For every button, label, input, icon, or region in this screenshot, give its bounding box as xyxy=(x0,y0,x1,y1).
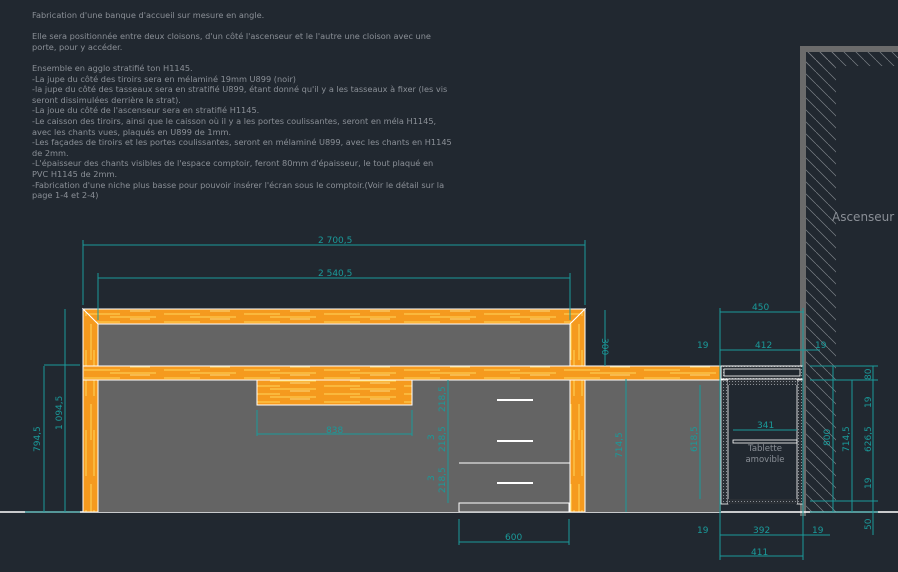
notes-title: Fabrication d'une banque d'accueil sur m… xyxy=(32,10,265,20)
dim-bottom-right-panel: 19 xyxy=(812,526,824,536)
counter-front-elevation xyxy=(81,307,724,513)
notes-line: -La joue du côté de l'ascenseur sera en … xyxy=(32,105,260,116)
notes-line: -Fabrication d'une niche plus basse pour… xyxy=(32,179,445,201)
dim-drawer-3: 218,5 xyxy=(438,467,448,493)
dim-bottom-inner: 392 xyxy=(753,526,770,536)
removable-shelf xyxy=(732,439,798,444)
notes-line: -L'épaisseur des chants visibles de l'es… xyxy=(32,158,434,179)
shelf-label-1: Tablette xyxy=(747,444,782,454)
notes-line: -Le caisson des tiroirs, ainsi que le ca… xyxy=(32,115,437,137)
dimension-lines xyxy=(25,240,878,560)
notes-line: -la jupe du côté des tasseaux sera en st… xyxy=(32,84,448,105)
dim-bottom-total: 411 xyxy=(751,548,768,558)
top-rail xyxy=(81,308,587,325)
end-cabinet-section: Tablette amovible xyxy=(720,365,804,505)
dim-end-right-panel: 19 xyxy=(815,341,827,351)
dim-bottom-left-panel: 19 xyxy=(697,526,709,536)
dim-right-plinth: 50 xyxy=(864,518,874,530)
dim-total-height: 1 094,5 xyxy=(55,396,65,430)
dim-right-inner: 626,5 xyxy=(864,426,874,452)
dim-niche-width: 838 xyxy=(326,426,343,436)
dim-side-inner-height: 618,5 xyxy=(690,426,700,452)
notes-line: Ensemble en agglo stratifié ton H1145. xyxy=(32,62,193,73)
side-panel xyxy=(585,380,721,512)
dim-drawer-gap-1: 3 xyxy=(427,434,437,440)
dim-counter-height: 794,5 xyxy=(33,426,43,452)
notes-line: -La jupe du côté des tiroirs sera en mél… xyxy=(32,73,297,84)
description-notes: Fabrication d'une banque d'accueil sur m… xyxy=(32,10,452,201)
dim-right-top: 80 xyxy=(864,368,874,380)
dim-end-total-width: 450 xyxy=(752,303,769,313)
dim-right-bottom-panel: 19 xyxy=(864,477,874,489)
notes-line: -Les façades de tiroirs et les portes co… xyxy=(32,137,452,158)
dimension-labels: 2 700,5 2 540,5 300 1 094,5 794,5 838 21… xyxy=(33,236,874,558)
dim-drawer-gap-2: 3 xyxy=(427,475,437,481)
dim-right-cabinet: 714,5 xyxy=(842,426,852,452)
shelf-label-2: amovible xyxy=(745,455,784,465)
counter-shelf xyxy=(82,365,724,381)
dim-drawer-block-width: 600 xyxy=(505,533,522,543)
dim-overall-width: 2 700,5 xyxy=(318,236,352,246)
right-leg xyxy=(569,307,586,513)
plinth xyxy=(458,502,570,513)
dim-drawer-1: 218,5 xyxy=(438,386,448,412)
notes-intro: Elle sera positionnée entre deux cloison… xyxy=(32,31,431,52)
dim-inner-width: 2 540,5 xyxy=(318,269,352,279)
dim-end-inner-width: 412 xyxy=(755,341,772,351)
screen-niche xyxy=(256,379,413,406)
dim-drawer-2: 218,5 xyxy=(438,426,448,452)
dim-right-top-panel: 19 xyxy=(864,396,874,408)
elevator-label: Ascenseur xyxy=(832,210,894,224)
upper-panel xyxy=(98,324,570,366)
dim-side-height: 714,5 xyxy=(615,432,625,458)
dim-shelf-width: 341 xyxy=(757,421,774,431)
dim-end-left-panel: 19 xyxy=(697,341,709,351)
dim-upper-height: 300 xyxy=(599,338,609,355)
left-leg xyxy=(82,307,99,513)
elevator-wall: Ascenseur xyxy=(800,46,898,516)
dim-right-full: 800 xyxy=(823,429,833,446)
